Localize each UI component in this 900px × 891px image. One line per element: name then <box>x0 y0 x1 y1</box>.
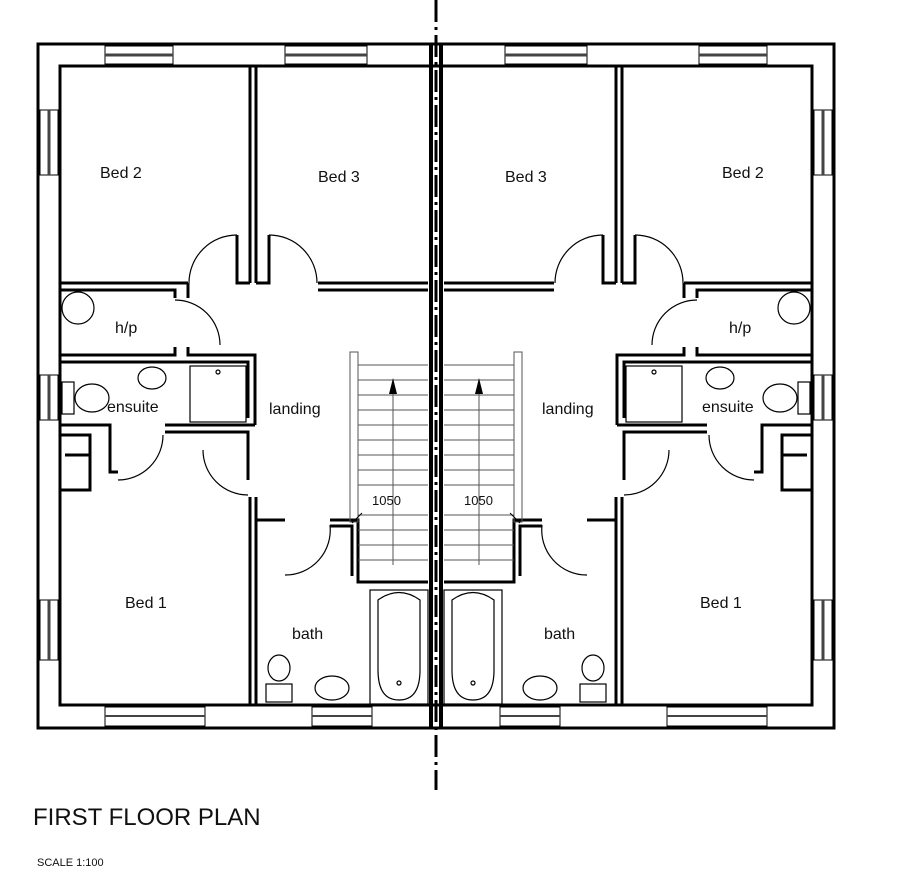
room-label-bed1-right: Bed 1 <box>700 595 742 612</box>
room-label-bed1-left: Bed 1 <box>125 595 167 612</box>
room-label-bed2-left: Bed 2 <box>100 165 142 182</box>
room-label-ensuite-right: ensuite <box>702 399 754 416</box>
room-label-bath-right: bath <box>544 626 575 643</box>
left-unit <box>36 42 438 730</box>
room-label-landing-left: landing <box>269 401 321 418</box>
plan-scale: SCALE 1:100 <box>37 857 104 869</box>
plan-title: FIRST FLOOR PLAN <box>33 804 261 831</box>
room-label-bath-left: bath <box>292 626 323 643</box>
room-label-hp-left: h/p <box>115 320 137 337</box>
room-label-ensuite-left: ensuite <box>107 399 159 416</box>
right-unit <box>434 42 836 730</box>
room-label-bed2-right: Bed 2 <box>722 165 764 182</box>
stair-width-right: 1050 <box>464 493 493 508</box>
room-label-bed3-right: Bed 3 <box>505 169 547 186</box>
stair-width-left: 1050 <box>372 493 401 508</box>
room-label-bed3-left: Bed 3 <box>318 169 360 186</box>
room-label-hp-right: h/p <box>729 320 751 337</box>
room-label-landing-right: landing <box>542 401 594 418</box>
